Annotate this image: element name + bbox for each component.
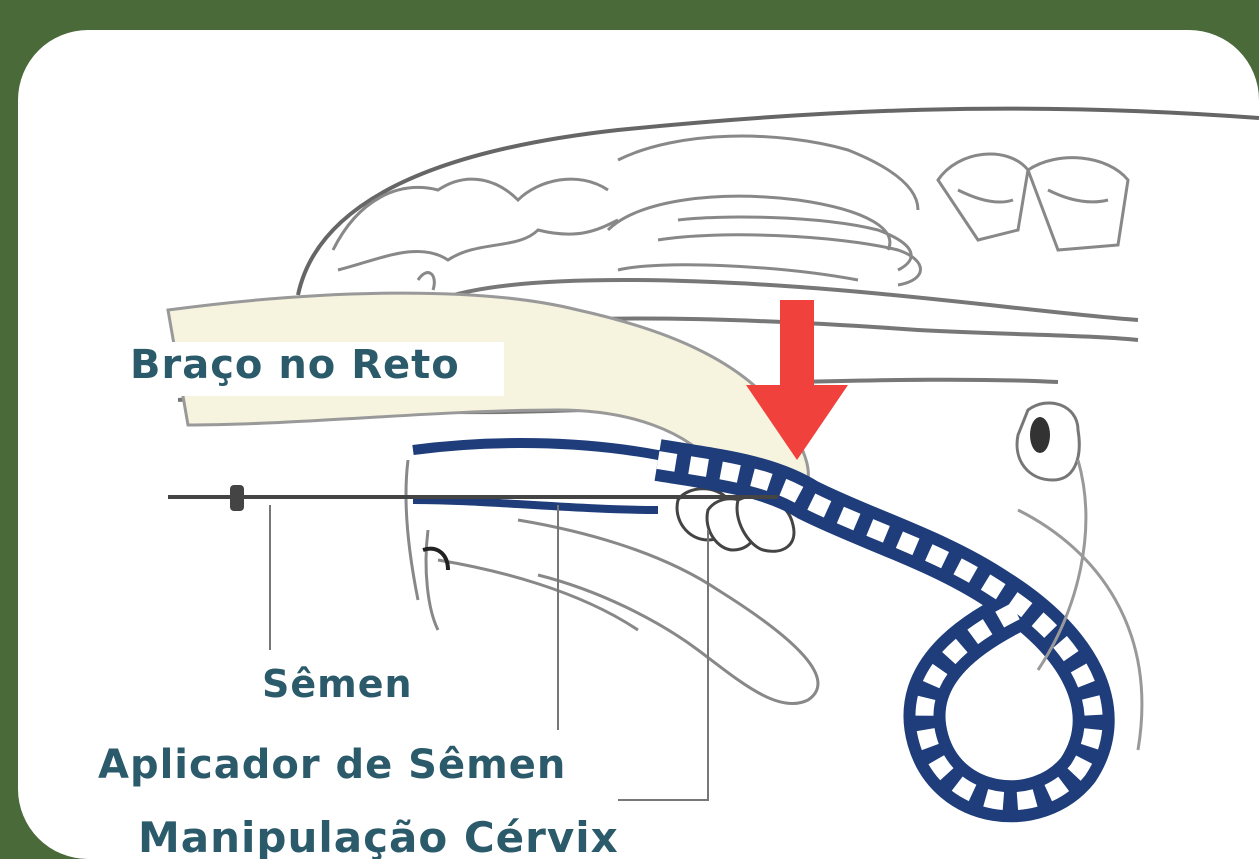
reproductive-tract-diagram xyxy=(18,30,1259,859)
vertebrae-outline xyxy=(333,136,1128,290)
label-arm-in-rectum: Braço no Reto xyxy=(126,342,504,396)
label-semen-applicator: Aplicador de Sêmen xyxy=(98,742,566,788)
label-semen: Sêmen xyxy=(262,662,413,706)
diagram-card: Braço no Reto Sêmen Aplicador de Sêmen M… xyxy=(18,30,1259,859)
label-cervix-manipulation: Manipulação Cérvix xyxy=(138,813,619,859)
